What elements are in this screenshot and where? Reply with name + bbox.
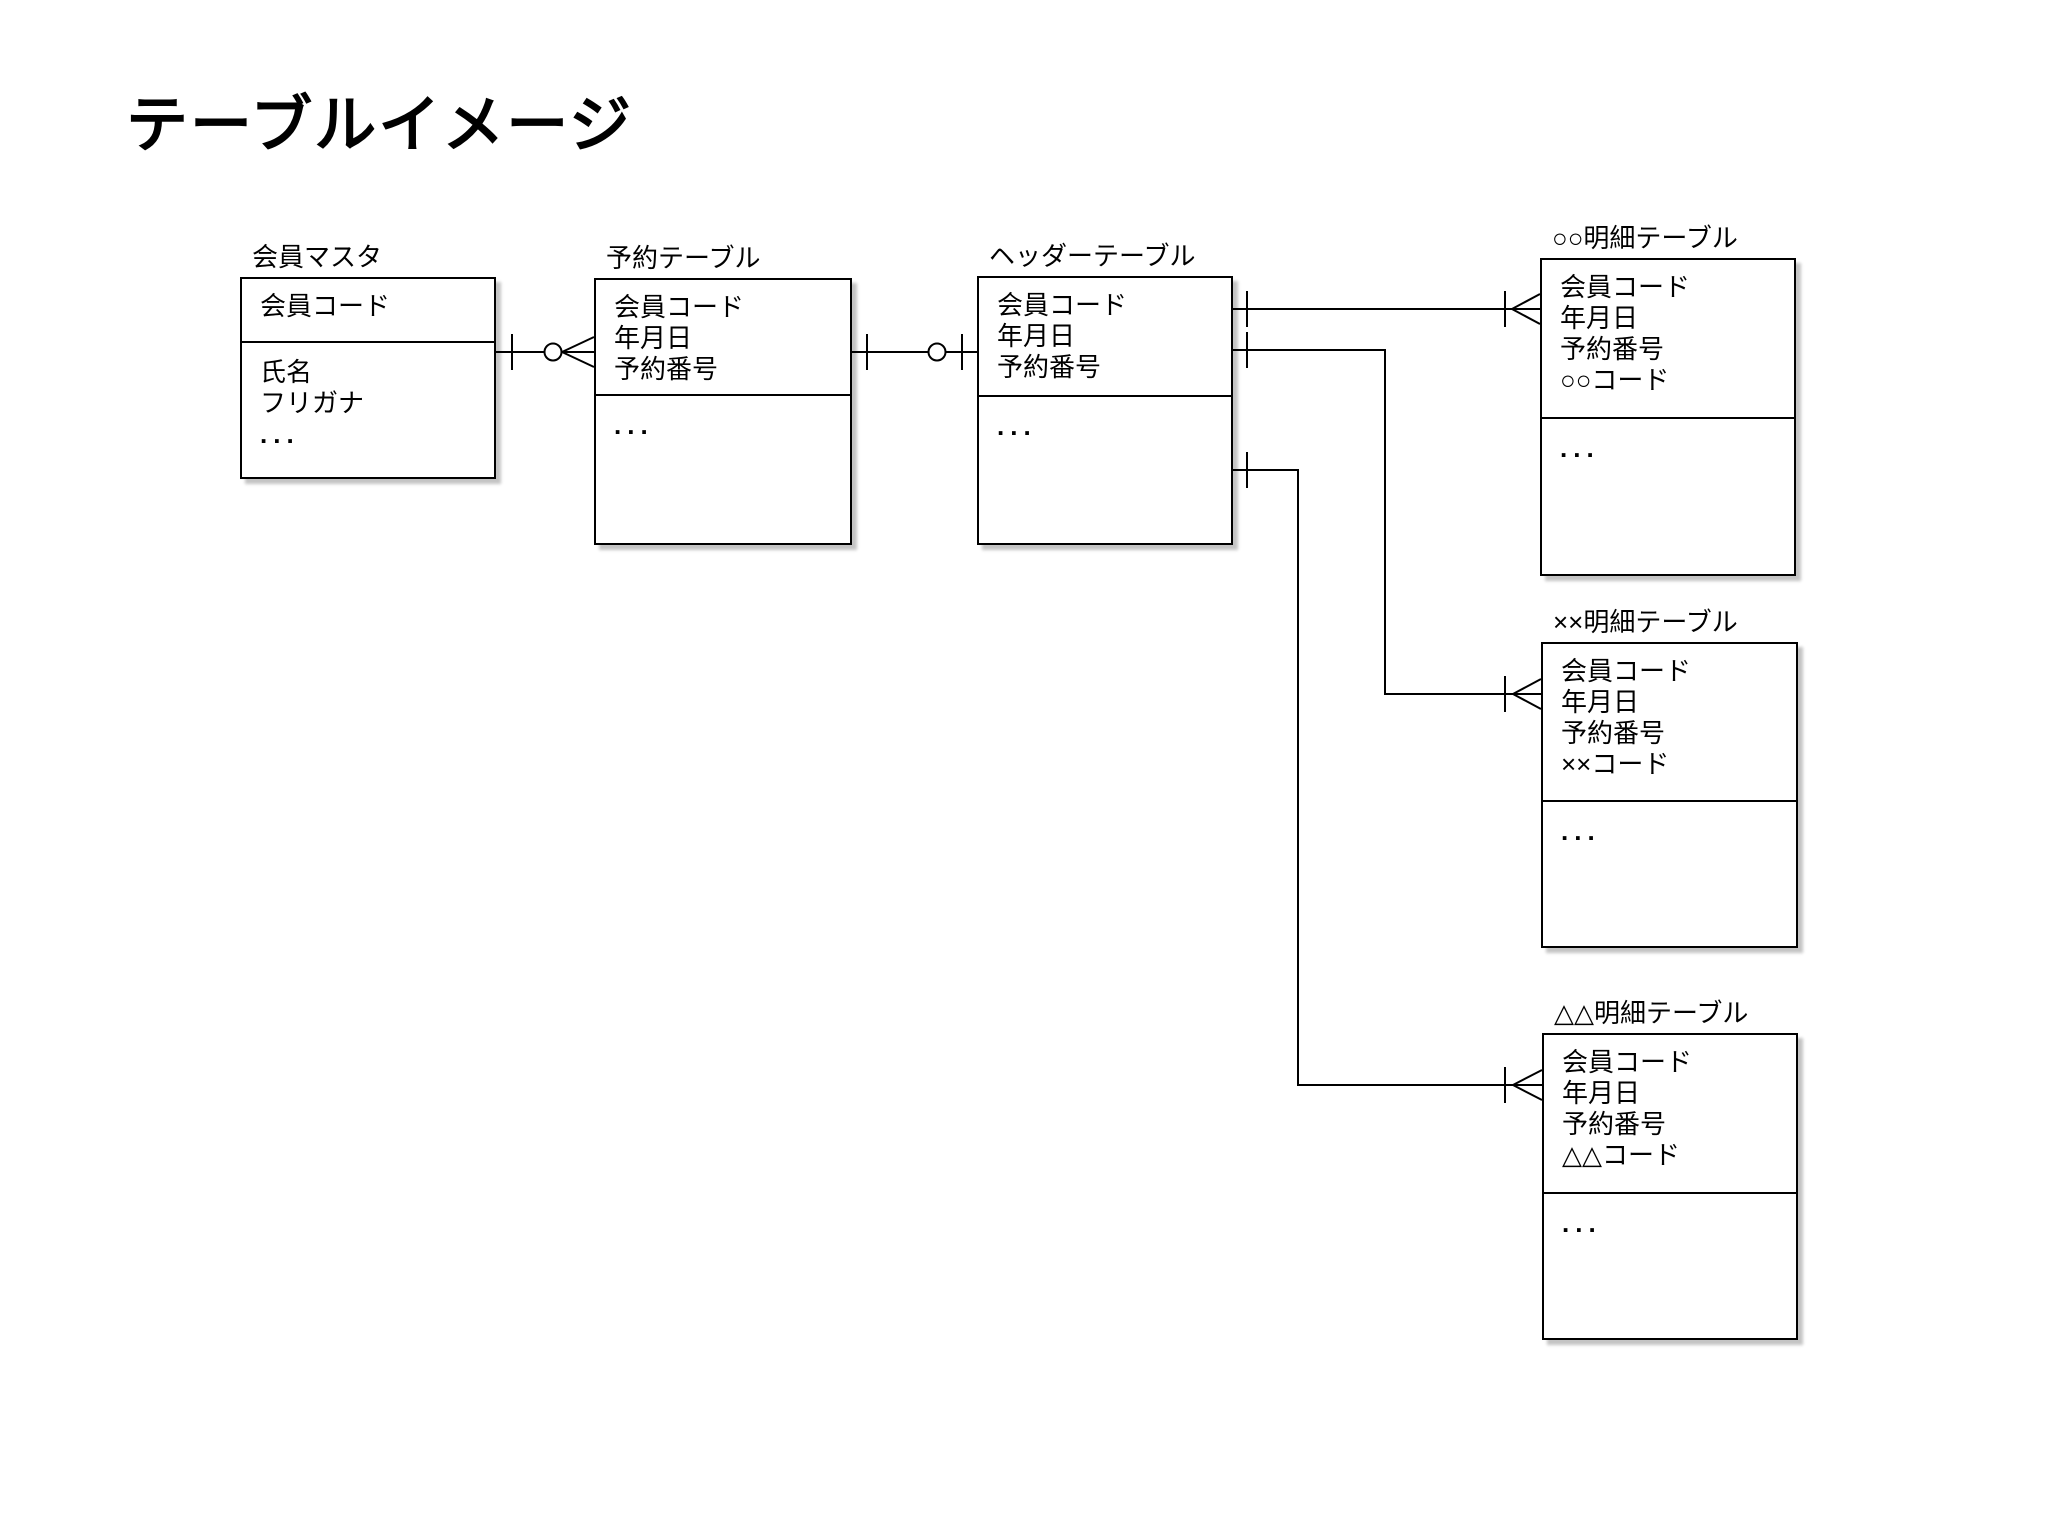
table-title: △△明細テーブル <box>1554 998 1749 1028</box>
table-field: 会員コード <box>614 292 745 322</box>
table-field: 会員コード <box>1562 1047 1693 1077</box>
table-field: 会員コード <box>1561 656 1692 686</box>
table-body-section: 氏名 フリガナ ... <box>242 343 494 450</box>
table-body-section: ... <box>1543 802 1796 847</box>
table-field: 会員コード <box>260 291 391 321</box>
table-field: ××コード <box>1561 749 1670 779</box>
table-field-ellipsis: ... <box>1561 816 1601 846</box>
table-key-section: 会員コード 年月日 予約番号 <box>596 280 850 396</box>
table-title: ○○明細テーブル <box>1552 223 1738 253</box>
entity-table-member-master: 会員マスタ 会員コード 氏名 フリガナ ... <box>240 237 496 479</box>
table-title: 予約テーブル <box>606 243 761 273</box>
entity-table-sankaku-detail: △△明細テーブル 会員コード 年月日 予約番号 △△コード ... <box>1542 993 1798 1340</box>
table-title: ヘッダーテーブル <box>989 241 1196 271</box>
relationship-header-sankaku-detail <box>1233 452 1543 1103</box>
table-box: 会員コード 年月日 予約番号 ... <box>594 278 852 545</box>
table-box: 会員コード 年月日 予約番号 ... <box>977 276 1233 545</box>
table-field: 年月日 <box>1562 1078 1641 1108</box>
relationship-header-batsu-detail <box>1233 332 1542 712</box>
table-body-section: ... <box>1544 1194 1796 1239</box>
table-field: 予約番号 <box>1562 1109 1667 1139</box>
table-field: 年月日 <box>614 323 693 353</box>
table-key-section: 会員コード <box>242 279 494 343</box>
table-field: 会員コード <box>1560 272 1691 302</box>
table-key-section: 会員コード 年月日 予約番号 △△コード <box>1544 1035 1796 1194</box>
table-title: ××明細テーブル <box>1553 607 1738 637</box>
table-field: 予約番号 <box>1561 718 1666 748</box>
table-field-ellipsis: ... <box>1562 1208 1602 1238</box>
table-key-section: 会員コード 年月日 予約番号 <box>979 278 1231 397</box>
entity-table-reservation: 予約テーブル 会員コード 年月日 予約番号 ... <box>594 238 852 545</box>
table-field: 年月日 <box>1561 687 1640 717</box>
table-field-ellipsis: ... <box>260 419 300 449</box>
table-field-ellipsis: ... <box>1560 433 1600 463</box>
entity-table-header: ヘッダーテーブル 会員コード 年月日 予約番号 ... <box>977 236 1233 545</box>
page-title: テーブルイメージ <box>126 91 634 160</box>
table-box: 会員コード 氏名 フリガナ ... <box>240 277 496 479</box>
table-field: △△コード <box>1562 1140 1680 1170</box>
relationship-header-maru-detail <box>1233 291 1541 327</box>
table-body-section: ... <box>596 396 850 441</box>
table-field: ○○コード <box>1560 365 1670 395</box>
table-key-section: 会員コード 年月日 予約番号 ○○コード <box>1542 260 1794 419</box>
table-box: 会員コード 年月日 予約番号 ××コード ... <box>1541 642 1798 948</box>
table-body-section: ... <box>979 397 1231 442</box>
table-field: 年月日 <box>997 321 1076 351</box>
table-field-ellipsis: ... <box>997 411 1037 441</box>
table-box: 会員コード 年月日 予約番号 ○○コード ... <box>1540 258 1796 576</box>
table-field: 会員コード <box>997 290 1128 320</box>
relationship-reservation-header <box>852 334 977 370</box>
table-field: 予約番号 <box>614 354 719 384</box>
table-key-section: 会員コード 年月日 予約番号 ××コード <box>1543 644 1796 802</box>
table-body-section: ... <box>1542 419 1794 464</box>
table-field: 氏名 <box>260 357 313 387</box>
table-field: 予約番号 <box>1560 334 1665 364</box>
table-field: フリガナ <box>260 388 365 418</box>
entity-table-batsu-detail: ××明細テーブル 会員コード 年月日 予約番号 ××コード ... <box>1541 602 1798 948</box>
entity-table-maru-detail: ○○明細テーブル 会員コード 年月日 予約番号 ○○コード ... <box>1540 218 1796 576</box>
table-title: 会員マスタ <box>252 242 383 272</box>
table-field: 予約番号 <box>997 352 1102 382</box>
table-field-ellipsis: ... <box>614 410 654 440</box>
table-box: 会員コード 年月日 予約番号 △△コード ... <box>1542 1033 1798 1340</box>
table-field: 年月日 <box>1560 303 1639 333</box>
relationship-member-reservation <box>496 334 595 370</box>
